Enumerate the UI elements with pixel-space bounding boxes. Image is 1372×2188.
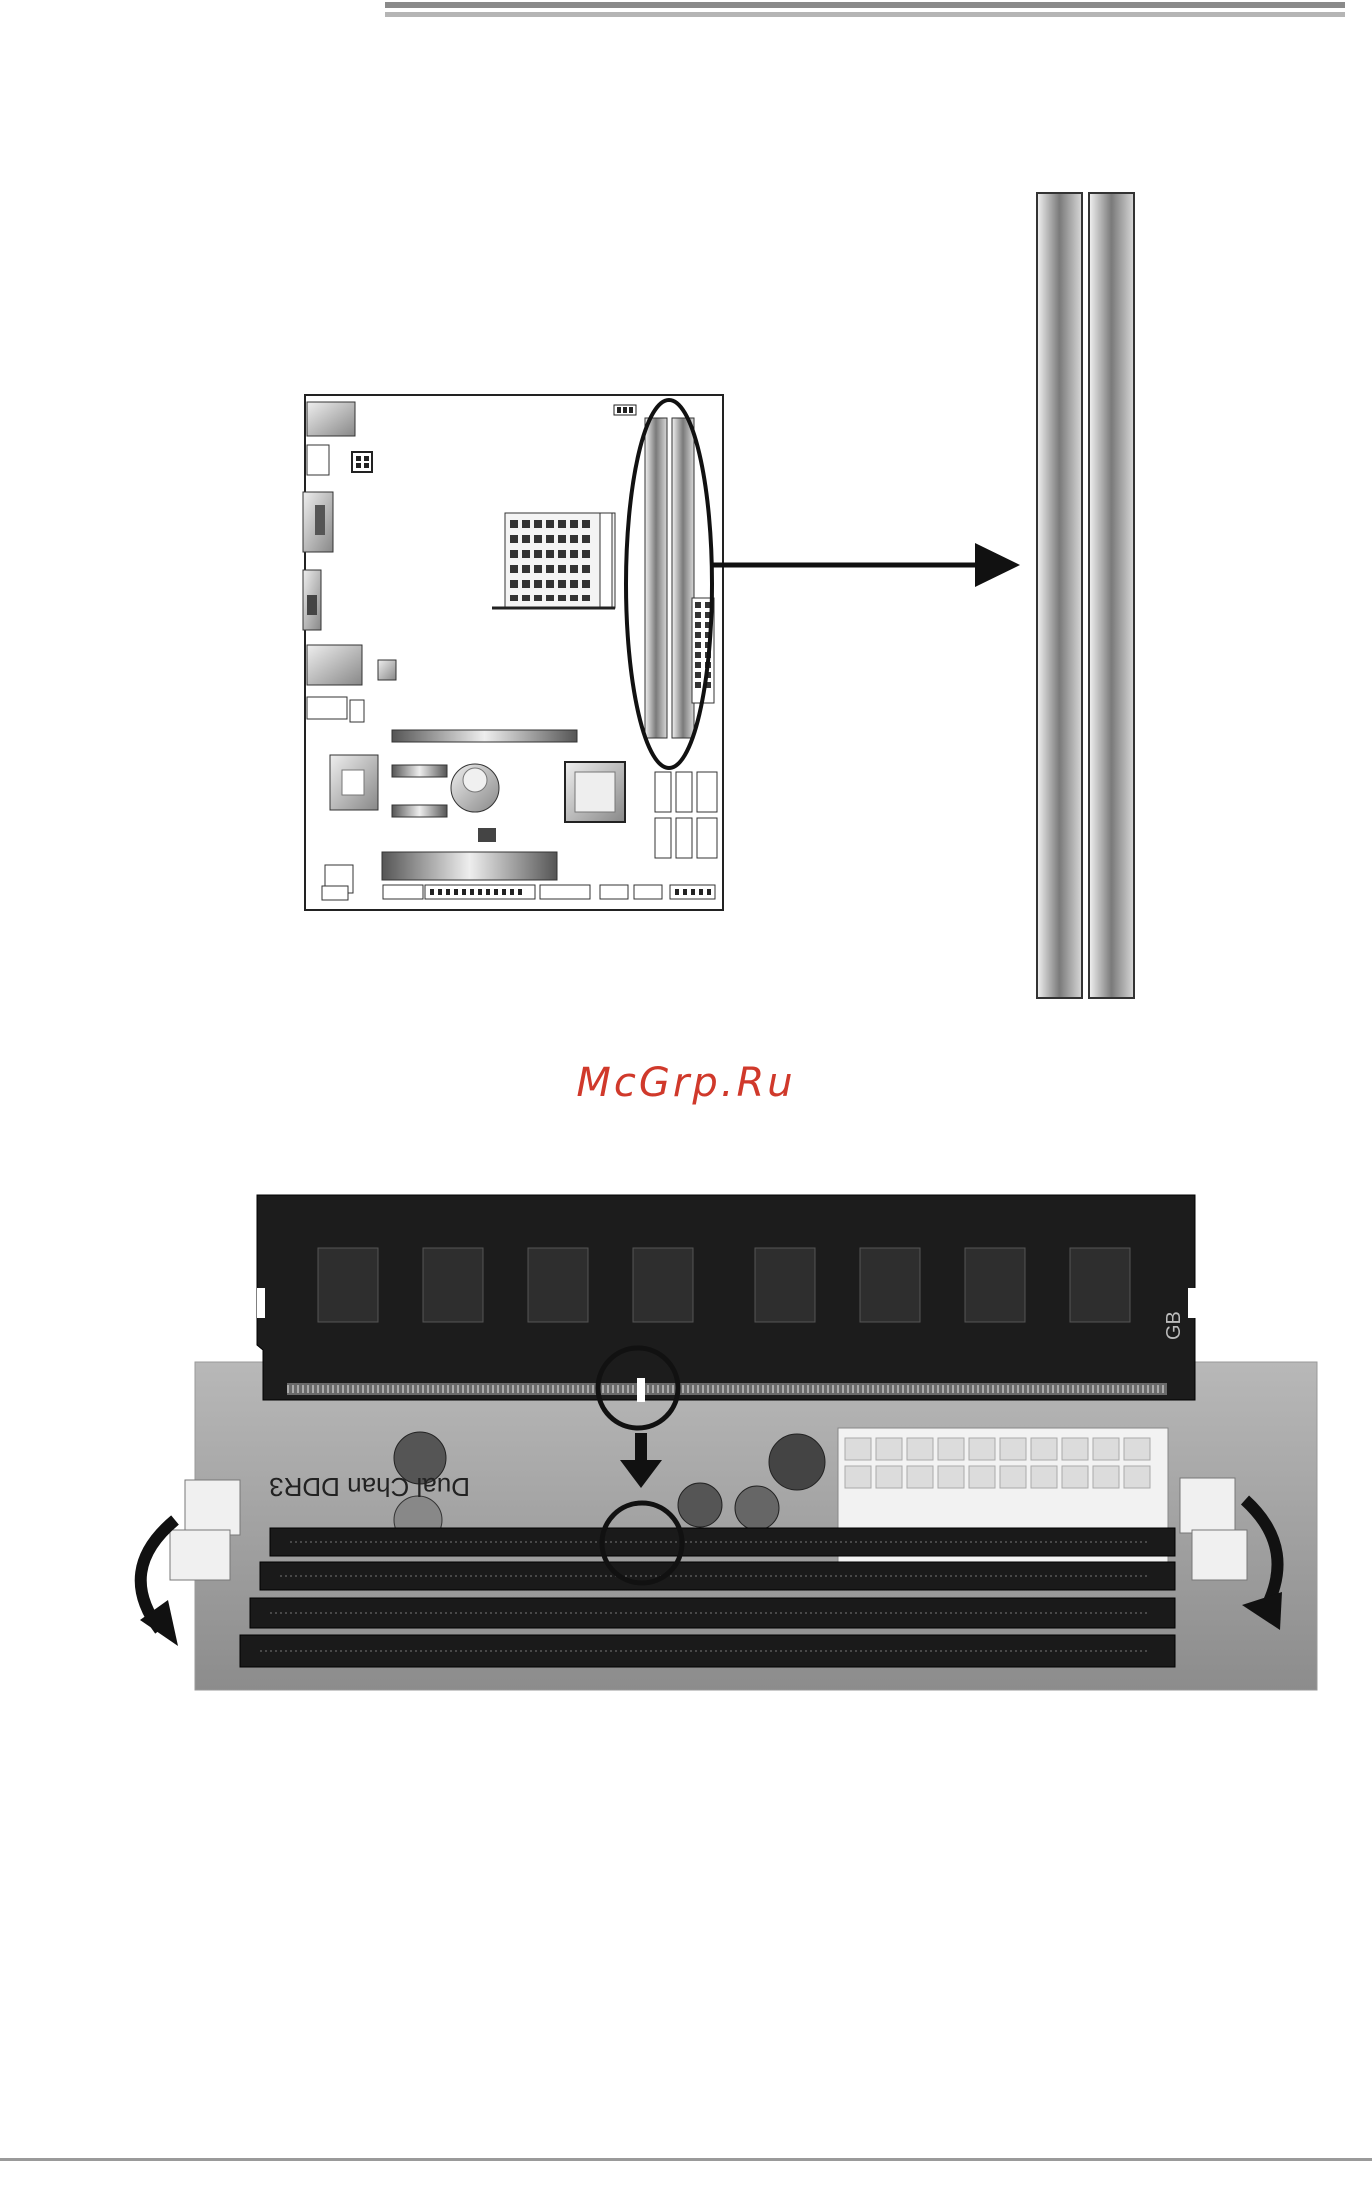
board-silkscreen-label: Dual Chan DDR3 bbox=[269, 1472, 470, 1502]
bottom-rule bbox=[0, 2158, 1372, 2161]
module-capacity-label: GB bbox=[1163, 1311, 1185, 1340]
watermark-text: McGrp.Ru bbox=[0, 1060, 1372, 1106]
ddr3-memory-module: GB bbox=[257, 1195, 1196, 1402]
ddr3-module-installation-photo: Dual Chan DDR3 bbox=[140, 1362, 1317, 1690]
right-arrow-icon bbox=[713, 543, 1020, 587]
motherboard-layout-diagram bbox=[303, 395, 723, 910]
dimm-slots-enlarged bbox=[1037, 193, 1134, 998]
